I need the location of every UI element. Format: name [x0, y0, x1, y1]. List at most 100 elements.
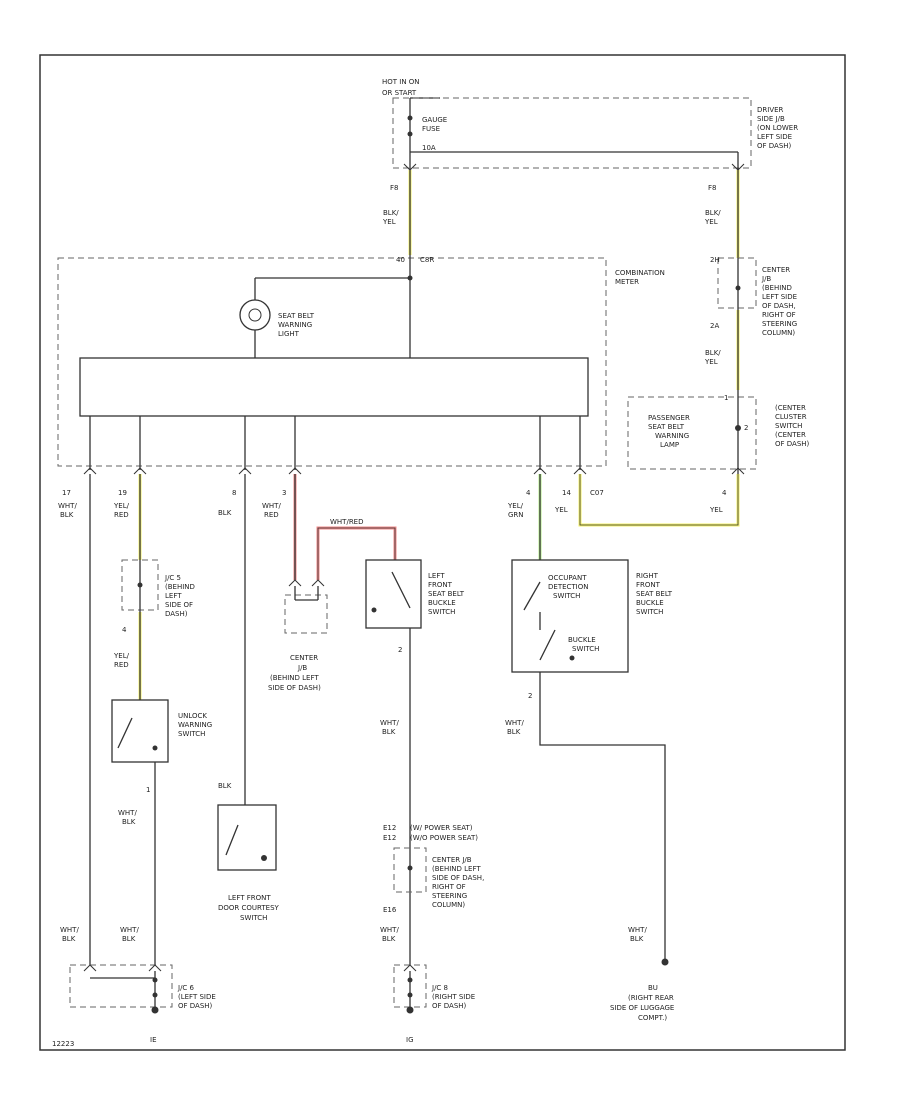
conn-8	[238, 467, 252, 475]
power-seat-b: (W/O POWER SEAT)	[410, 834, 478, 842]
driver-jb-box	[392, 97, 752, 169]
hot-or-label: OR START	[382, 89, 417, 97]
wht-blk-b-label: WHT/BLK	[380, 719, 399, 736]
door-switch-blade	[225, 824, 239, 856]
seat-belt-warning-light-inner	[248, 308, 262, 322]
ground-ig-point	[406, 1006, 414, 1014]
yel-red-low-label: YEL/RED	[113, 652, 130, 669]
wire-8-label: BLK	[218, 509, 232, 517]
jc8-node2	[407, 992, 413, 998]
wire-4-label: YEL/GRN	[507, 502, 524, 519]
center-jb-mid-conn2	[311, 579, 325, 587]
occupant-blade	[523, 581, 541, 611]
unlock-pin: 1	[146, 786, 150, 794]
jc6-conn-2	[148, 964, 162, 972]
e12-b: E12	[383, 834, 396, 842]
wire-3-label: WHT/RED	[262, 502, 281, 519]
seat-belt-warning-light	[239, 299, 271, 331]
jc5-node	[137, 582, 143, 588]
buckle-blade	[539, 629, 556, 661]
jc8-conn	[403, 964, 417, 972]
jc6-conn-1	[83, 964, 97, 972]
pin-14: 14	[562, 489, 571, 497]
blk-yel-right-label: BLK/YEL	[704, 209, 721, 226]
ground-ie-label: IE	[150, 1036, 157, 1044]
wht-red-mid-label: WHT/RED	[330, 518, 364, 526]
conn-19	[133, 467, 147, 475]
wht-blk-c-label: WHT/BLK	[505, 719, 524, 736]
right-buckle-box	[511, 559, 629, 673]
jc5-pin: 4	[122, 626, 127, 634]
diagram-frame	[39, 54, 846, 1051]
pin-2a: 2A	[710, 322, 719, 330]
center-jb-low-box	[393, 847, 427, 893]
wht-blk-a-label: WHT/BLK	[118, 809, 137, 826]
unlock-switch-contact	[152, 745, 158, 751]
pin-17: 17	[62, 489, 71, 497]
wire-19-label: YEL/RED	[113, 502, 130, 519]
blk-door-label: BLK	[218, 782, 232, 790]
conn-c07-label: C07	[590, 489, 604, 497]
blk-yel-right2-label: BLK/YEL	[704, 349, 721, 366]
wht-blk-d-label: WHT/BLK	[380, 926, 399, 943]
ground-bu-label: BU	[648, 984, 658, 992]
left-buckle-pin: 2	[398, 646, 402, 654]
combination-meter-box	[57, 257, 607, 467]
wire-wht-red-mid-color	[316, 526, 397, 580]
power-seat-a: (W/ POWER SEAT)	[410, 824, 473, 832]
wire-yel-14	[579, 474, 739, 526]
pass-pin1: 1	[724, 394, 728, 402]
conn-4	[533, 467, 547, 475]
passenger-lamp-node	[735, 425, 741, 431]
comb-pin-40: 40	[396, 256, 405, 264]
jc6-node2	[152, 992, 158, 998]
conn-14	[573, 467, 587, 475]
pin-2h: 2H	[710, 256, 720, 264]
hot-in-label: HOT IN ON	[382, 78, 420, 86]
conn-3	[288, 467, 302, 475]
pin-8: 8	[232, 489, 236, 497]
fuse-amp-label: 10A	[422, 144, 436, 152]
pass-pin2: 2	[744, 424, 748, 432]
right-buckle-pin: 2	[528, 692, 532, 700]
pin-f8-right: F8	[708, 184, 716, 192]
pin-f8-left: F8	[390, 184, 398, 192]
jc8-node1	[407, 977, 413, 983]
meter-ecu-block	[79, 357, 589, 417]
right-buckle-ground-wire	[539, 672, 666, 960]
wire-yel-14-color	[578, 474, 740, 527]
unlock-switch-blade	[117, 717, 133, 749]
pin-4: 4	[526, 489, 531, 497]
comb-conn-c8r: C8R	[420, 256, 434, 264]
unlock-switch-box	[111, 699, 169, 763]
connector-pass-bottom	[731, 467, 745, 475]
center-jb-right-box	[717, 257, 757, 309]
page-code: 12223	[52, 1040, 74, 1048]
wht-blk-f-label: WHT/BLK	[120, 926, 139, 943]
ground-ie-point	[151, 1006, 159, 1014]
pin-3: 3	[282, 489, 286, 497]
ground-ig-label: IG	[406, 1036, 414, 1044]
fuse-node-1	[407, 115, 413, 121]
wire-wht-red-mid	[317, 527, 396, 580]
wire-17-label: WHT/BLK	[58, 502, 77, 519]
e12-a: E12	[383, 824, 396, 832]
ground-bu-point	[661, 958, 669, 966]
wire-14-label: YEL	[554, 506, 568, 514]
fuse-node-2	[407, 131, 413, 137]
jc6-box	[69, 964, 173, 1008]
